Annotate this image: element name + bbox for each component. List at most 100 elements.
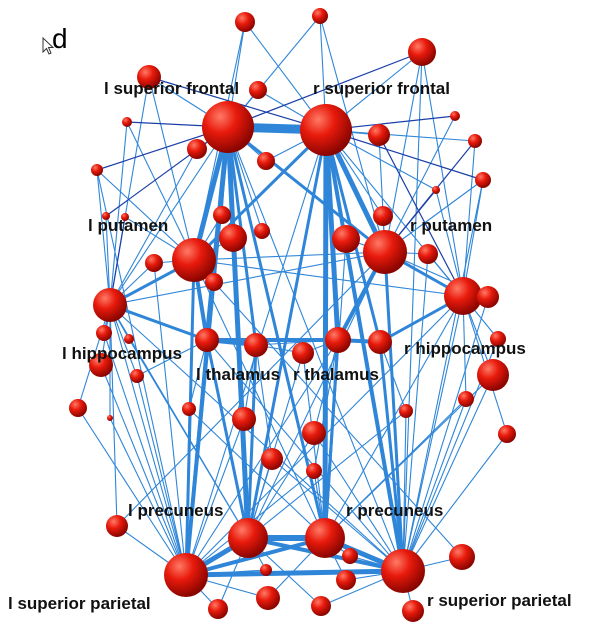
edge-thin: [193, 259, 326, 539]
label-l-putamen: l putamen: [88, 216, 168, 235]
label-l-thalamus: l thalamus: [196, 365, 280, 384]
label-r-precuneus: r precuneus: [346, 501, 443, 520]
label-l-hippocampus: l hippocampus: [62, 344, 182, 363]
edge-thin: [77, 407, 187, 576]
edge-strong: [184, 338, 209, 577]
edge-thin: [421, 51, 464, 297]
network-nodes: [69, 8, 516, 622]
node-rthal2: [368, 330, 392, 354]
edge-strong: [184, 258, 196, 577]
edge-strong: [226, 125, 387, 254]
edge-thin: [193, 251, 386, 261]
node-lsp: [164, 553, 208, 597]
node-n15: [102, 212, 110, 220]
edge-strong: [246, 128, 328, 540]
node-n48: [256, 586, 280, 610]
node-rthal: [325, 327, 351, 353]
node-n29: [89, 353, 113, 377]
edge-thin: [153, 262, 187, 576]
node-n18: [373, 206, 393, 226]
node-n2: [312, 8, 328, 24]
node-n13: [475, 172, 491, 188]
edge-thin: [100, 364, 187, 576]
edge-strong: [246, 343, 258, 540]
mouse-pointer-icon: [42, 36, 55, 55]
node-n4: [408, 38, 436, 66]
node-n39: [302, 421, 326, 445]
node-n27: [124, 334, 134, 344]
edge-dark: [378, 134, 464, 297]
edge-thin: [193, 259, 464, 297]
node-n40: [498, 425, 516, 443]
label-r-superior-parietal: r superior parietal: [427, 591, 572, 610]
label-r-thalamus: r thalamus: [293, 365, 379, 384]
node-n20: [254, 223, 270, 239]
node-n14: [432, 186, 440, 194]
edge-thin: [402, 433, 508, 572]
node-n32: [477, 359, 509, 391]
node-n22: [418, 244, 438, 264]
node-n47: [336, 570, 356, 590]
node-lthal: [195, 328, 219, 352]
node-n44: [449, 544, 475, 570]
node-n16: [121, 213, 129, 221]
label-l-superior-frontal: l superior frontal: [104, 79, 239, 98]
panel-label: d: [52, 23, 68, 54]
edge-thin: [109, 148, 198, 306]
network-edges: [77, 15, 508, 612]
node-n33: [69, 399, 87, 417]
node-n41: [261, 448, 283, 470]
node-n38: [458, 391, 474, 407]
node-n3: [137, 65, 161, 89]
edge-thin: [109, 304, 187, 576]
edge-strong: [183, 568, 406, 578]
node-n17: [213, 206, 231, 224]
node-rsf: [300, 104, 352, 156]
node-lthal2: [244, 333, 268, 357]
node-n8: [257, 152, 275, 170]
edge-thin: [402, 398, 467, 572]
node-n34: [107, 415, 113, 421]
edge-strong: [383, 250, 405, 573]
node-n28: [490, 331, 506, 347]
edge-strong: [225, 124, 251, 541]
label-r-putamen: r putamen: [410, 216, 492, 235]
edge-thin: [109, 121, 128, 306]
edge-thin: [247, 352, 304, 539]
edge-thin: [116, 251, 386, 527]
label-l-precuneus: l precuneus: [128, 501, 223, 520]
node-n21: [332, 225, 360, 253]
node-n19: [219, 224, 247, 252]
node-n42: [306, 463, 322, 479]
node-n5: [249, 81, 267, 99]
edge-thin: [103, 332, 187, 576]
edge-thin: [185, 418, 245, 576]
node-n43: [106, 515, 128, 537]
edge-thin: [313, 432, 404, 572]
edge-thin: [96, 169, 111, 306]
node-n23: [145, 254, 163, 272]
node-n1: [235, 12, 255, 32]
edge-thin: [325, 129, 464, 297]
node-n25: [477, 286, 499, 308]
label-r-superior-frontal: r superior frontal: [313, 79, 450, 98]
edge-strong: [192, 128, 328, 262]
node-rprec: [305, 518, 345, 558]
node-rhip: [444, 277, 482, 315]
node-lhip: [93, 288, 127, 322]
label-r-hippocampus: r hippocampus: [404, 339, 526, 358]
edge-strong: [324, 128, 405, 573]
node-n6: [122, 117, 132, 127]
node-n49: [208, 599, 228, 619]
node-n9: [368, 124, 390, 146]
node-n24: [205, 273, 223, 291]
node-lput: [172, 238, 216, 282]
node-n12: [91, 164, 103, 176]
edge-thin: [402, 296, 489, 572]
edge-dark: [227, 51, 423, 128]
node-n31: [292, 342, 314, 364]
node-n35: [182, 402, 196, 416]
edge-thin: [227, 126, 404, 572]
edge-thin: [462, 179, 484, 297]
